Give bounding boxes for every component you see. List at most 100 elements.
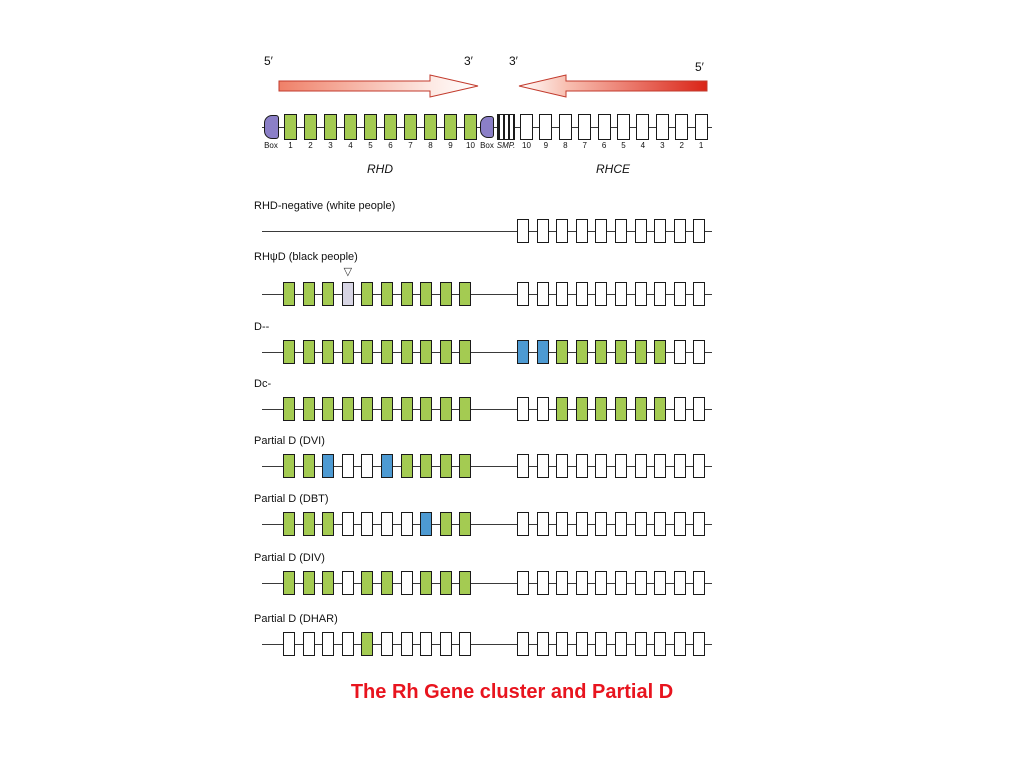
rhce-variant-exon	[575, 571, 588, 595]
rhce-variant-exon	[556, 632, 569, 656]
rhce-direction-arrow	[518, 74, 708, 98]
rhce-variant-exon	[673, 340, 686, 364]
rhd-variant-exon	[400, 571, 413, 595]
rhce-exon	[597, 114, 611, 140]
rhce-variant-exon	[575, 219, 588, 243]
rhd-variant-exon	[283, 632, 295, 656]
rhd-variant-exon	[400, 632, 413, 656]
rhce-variant-exon	[634, 571, 647, 595]
rhd-variant-exon	[459, 571, 472, 595]
rhce-variant-exon	[654, 571, 667, 595]
rhd-variant-exon	[400, 512, 413, 536]
rhd-variant-exon	[381, 571, 393, 595]
rhd-variant-exon	[459, 454, 472, 478]
rhd-exon	[364, 114, 377, 140]
rhce-variant-exon	[595, 282, 608, 306]
rhd-variant-exon	[420, 340, 433, 364]
rhce-exon	[617, 114, 630, 140]
rhd-variant-exon	[302, 454, 315, 478]
rhce-variant-exon	[517, 340, 529, 364]
variant-row-label: Partial D (DBT)	[254, 493, 329, 505]
rhce-exon-number: 2	[679, 141, 684, 150]
variant-row-label: Partial D (DVI)	[254, 435, 325, 447]
rhd-variant-exon	[341, 397, 354, 421]
rhd-variant-exon	[341, 632, 354, 656]
rhd-variant-exon	[400, 397, 413, 421]
rhce-variant-exon	[615, 512, 627, 536]
rhce-variant-exon	[517, 454, 529, 478]
rhd-variant-exon	[283, 397, 295, 421]
rhce-exon	[520, 114, 533, 140]
rhd-variant-exon	[439, 632, 452, 656]
variant-row-line	[262, 583, 712, 584]
variant-row-label: RHD-negative (white people)	[254, 200, 396, 212]
rhce-variant-exon	[634, 397, 647, 421]
rhd-variant-exon	[381, 512, 393, 536]
rhd-variant-exon	[439, 512, 452, 536]
rhce-variant-exon	[536, 282, 549, 306]
rhce-exon	[694, 114, 708, 140]
rhd-variant-exon	[439, 282, 452, 306]
rhce-variant-exon	[536, 571, 549, 595]
rhce-variant-exon	[654, 219, 667, 243]
rhd-variant-exon	[322, 282, 335, 306]
rhce-gene-label: RHCE	[595, 162, 630, 176]
rhd-variant-exon	[361, 454, 374, 478]
rhce-variant-exon	[517, 282, 529, 306]
rhce-variant-exon	[634, 219, 647, 243]
rhd-variant-exon	[302, 340, 315, 364]
rhce-variant-exon	[517, 397, 529, 421]
rhce-5prime-label: 5′	[695, 60, 704, 74]
insertion-marker: ▽	[343, 266, 353, 278]
rhce-variant-exon	[654, 454, 667, 478]
rhce-variant-exon	[654, 632, 667, 656]
rhce-variant-exon	[693, 282, 706, 306]
rhd-arrow-shape	[278, 74, 479, 98]
rhd-exon	[444, 114, 457, 140]
rhd-exon	[284, 114, 297, 140]
rhce-variant-exon	[693, 397, 706, 421]
rhce-exon	[675, 114, 689, 140]
rhd-variant-exon	[341, 282, 354, 306]
rhce-variant-exon	[556, 512, 569, 536]
rhce-variant-exon	[654, 340, 667, 364]
rhce-exon-number: 9	[543, 141, 549, 150]
variant-row-line	[262, 294, 712, 295]
variant-row-line	[262, 524, 712, 525]
rhce-exon-number: 8	[563, 141, 568, 150]
rhd-upstream-box-label: Box	[264, 141, 278, 150]
rhce-variant-exon	[693, 632, 706, 656]
rhd-variant-exon	[459, 632, 472, 656]
rhd-variant-exon	[459, 340, 472, 364]
rhd-exon-number: 10	[466, 141, 475, 150]
rhd-variant-exon	[381, 397, 393, 421]
rhd-variant-exon	[302, 282, 315, 306]
variant-row-line	[262, 352, 712, 353]
rhd-variant-exon	[420, 397, 433, 421]
rhd-variant-exon	[283, 512, 295, 536]
rhd-variant-exon	[302, 397, 315, 421]
rhd-variant-exon	[361, 397, 374, 421]
rhce-variant-exon	[595, 632, 608, 656]
rhd-variant-exon	[361, 512, 374, 536]
rhd-variant-exon	[381, 454, 393, 478]
variant-row-line	[262, 231, 712, 232]
rhd-exon-number: 6	[388, 141, 393, 150]
rhd-variant-exon	[420, 282, 433, 306]
rhd-variant-exon	[381, 282, 393, 306]
rhce-exon-number: 1	[698, 141, 704, 150]
rhce-variant-exon	[556, 571, 569, 595]
variant-row-line	[262, 466, 712, 467]
rhd-variant-exon	[283, 454, 295, 478]
rhd-gene-label: RHD	[367, 162, 393, 176]
rhd-variant-exon	[322, 512, 335, 536]
rhd-variant-exon	[341, 571, 354, 595]
rhce-variant-exon	[595, 219, 608, 243]
rhce-variant-exon	[693, 340, 706, 364]
variant-row-line	[262, 409, 712, 410]
rhd-variant-exon	[361, 571, 374, 595]
rhce-variant-exon	[673, 282, 686, 306]
rhd-downstream-box-label: Box	[480, 141, 494, 150]
rhce-variant-exon	[517, 632, 529, 656]
rhce-variant-exon	[517, 219, 529, 243]
